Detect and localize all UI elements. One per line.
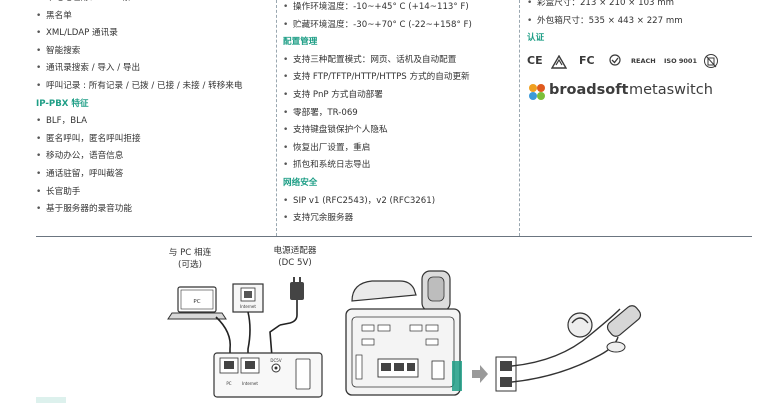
rohs-icon (607, 53, 623, 73)
contact-feature-item: 本地地址簿：1000 条 (36, 0, 271, 8)
iso-logo: ISO 9001 (664, 57, 697, 65)
section-network-security: 网络安全 (283, 177, 318, 188)
arrow-right-icon (472, 365, 488, 383)
contact-feature-item: 黑名单 (36, 8, 271, 26)
wall-socket-label: Internet (240, 304, 256, 309)
power-cable (269, 324, 281, 358)
contact-feature-item: 通讯录搜索 / 导入 / 导出 (36, 60, 271, 78)
power-adapter-label: 电源适配器 (DC 5V) (273, 246, 317, 268)
laptop-label: PC (193, 299, 200, 305)
pc-connection-label: 与 PC 相连 (可选) (168, 248, 212, 270)
phone-back-panel: PC Internet DC5V (213, 352, 323, 398)
section-divider (36, 236, 752, 237)
packaging-spec-item: 彩盒尺寸：213 × 210 × 103 mm (527, 0, 777, 13)
headset-connection-icon (495, 305, 642, 392)
reach-logo: REACH (631, 57, 656, 65)
config-feature-item: 零部署，TR-069 (283, 105, 515, 123)
contact-feature-item: 呼叫记录 : 所有记录 / 已拨 / 已接 / 未接 / 转移来电 (36, 78, 271, 96)
config-feature-item: 抓包和系统日志导出 (283, 157, 515, 175)
power-adapter-icon (279, 277, 304, 326)
certification-logos: CE FC REACH ISO 9001 (527, 54, 777, 74)
network-feature-item: 支持冗余服务器 (283, 210, 515, 228)
config-feature-item: 支持三种配置模式：网页、话机及自动配置 (283, 52, 515, 70)
recycle-icon (550, 54, 568, 73)
broadsoft-metaswitch-logo (529, 84, 545, 100)
weee-bin-icon (703, 52, 719, 74)
pc-cable (215, 316, 232, 357)
ippbx-feature-item: 基于服务器的录音功能 (36, 201, 271, 219)
ippbx-feature-item: 匿名呼叫，匿名呼叫拒接 (36, 131, 271, 149)
column-divider (519, 0, 520, 236)
ip-phone-rear-icon (345, 270, 462, 396)
config-feature-item: 恢复出厂设置，重启 (283, 140, 515, 158)
connection-diagram: PC Internet PC Internet DC5V (167, 270, 642, 398)
wall-socket-icon: Internet (232, 283, 264, 313)
network-feature-item: SIP v1 (RFC2543)，v2 (RFC3261) (283, 193, 515, 211)
column-packaging: 彩盒尺寸：213 × 210 × 103 mm外包箱尺寸：535 × 443 ×… (527, 0, 777, 48)
packaging-spec-item: 外包箱尺寸：535 × 443 × 227 mm (527, 13, 777, 31)
contact-feature-item: 智能搜索 (36, 43, 271, 61)
port-pc-label: PC (226, 381, 231, 386)
config-feature-item: 支持 PnP 方式自动部署 (283, 87, 515, 105)
column-management: 操作环境温度：-10~+45° C (+14~113° F)贮藏环境温度：-30… (283, 0, 515, 228)
broadsoft-wordmark: broadsoft (549, 82, 629, 98)
internet-cable (247, 311, 251, 357)
column-contacts: 本地地址簿：1000 条黑名单XML/LDAP 通讯录智能搜索通讯录搜索 / 导… (36, 0, 271, 219)
next-section-marker (36, 397, 66, 403)
environment-spec-item: 操作环境温度：-10~+45° C (+14~113° F) (283, 0, 515, 17)
ippbx-feature-item: BLF，BLA (36, 113, 271, 131)
config-feature-item: 支持键盘锁保护个人隐私 (283, 122, 515, 140)
config-feature-item: 支持 FTP/TFTP/HTTP/HTTPS 方式的自动更新 (283, 69, 515, 87)
laptop-icon: PC (167, 286, 227, 320)
ippbx-feature-item: 通话驻留，呼叫截答 (36, 166, 271, 184)
partner-brands: broadsoft metaswitch (527, 80, 777, 102)
port-internet-label: Internet (242, 381, 258, 386)
fc-logo: FC (579, 54, 595, 67)
environment-spec-item: 贮藏环境温度：-30~+70° C (-22~+158° F) (283, 17, 515, 35)
section-certification: 认证 (527, 33, 545, 44)
port-dc-label: DC5V (270, 358, 281, 363)
contact-feature-item: XML/LDAP 通讯录 (36, 25, 271, 43)
ippbx-feature-item: 移动办公，语音信息 (36, 148, 271, 166)
ce-logo: CE (527, 54, 543, 67)
ippbx-feature-item: 长官助手 (36, 184, 271, 202)
column-divider (276, 0, 277, 236)
section-ippbx: IP-PBX 特征 (36, 98, 89, 109)
metaswitch-wordmark: metaswitch (629, 82, 713, 98)
section-config: 配置管理 (283, 37, 318, 48)
